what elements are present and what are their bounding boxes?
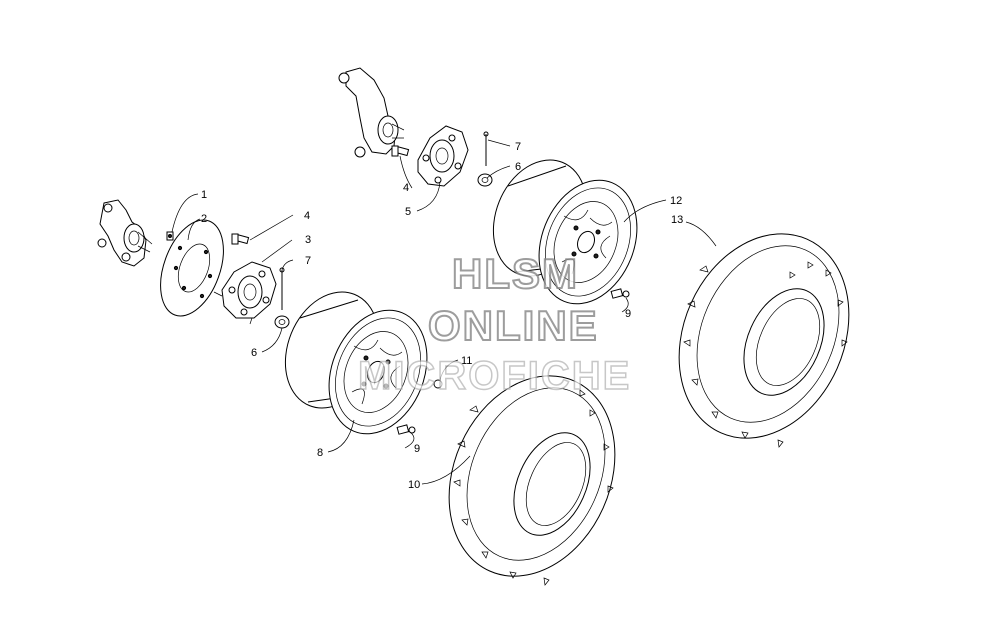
callout-7-left: 7	[305, 255, 311, 267]
wheel-hub-left	[213, 261, 277, 325]
callout-6-right: 6	[515, 161, 521, 173]
valve-stem-rear	[610, 288, 630, 299]
callout-7-right: 7	[515, 141, 521, 153]
callout-9-rear: 9	[625, 308, 631, 320]
callout-13: 13	[671, 214, 683, 226]
wheel-hub-right	[417, 125, 469, 187]
callout-labels: 1 2 3 4 7 6 8 9 11 10 4 5 7 6 9 12 13	[201, 141, 683, 491]
watermark-line-2: ONLINE	[427, 301, 599, 350]
watermark-line-3: MICROFICHE	[357, 353, 632, 399]
callout-4-left: 4	[304, 210, 310, 222]
left-steering-knuckle	[97, 199, 153, 267]
wheel-stud-right	[391, 145, 410, 157]
cotter-pin-left	[279, 267, 285, 310]
callout-2: 2	[201, 213, 207, 225]
front-tire	[448, 375, 616, 586]
castle-nut-left	[274, 315, 290, 329]
callout-6-left: 6	[251, 347, 257, 359]
right-steering-knuckle	[338, 67, 405, 158]
rear-tire	[678, 233, 850, 448]
callout-12: 12	[670, 195, 682, 207]
wheel-stud-left	[231, 233, 250, 245]
callout-3: 3	[305, 234, 311, 246]
callout-10: 10	[408, 479, 420, 491]
rear-wheel-rim	[492, 159, 638, 305]
bolt	[166, 231, 174, 241]
cotter-pin-right	[483, 131, 489, 166]
callout-1: 1	[201, 189, 207, 201]
brake-disc	[160, 219, 224, 317]
watermark-line-1: HLSM	[451, 249, 579, 298]
front-wheel-rim	[284, 291, 428, 435]
callout-5: 5	[405, 206, 411, 218]
callout-4-right: 4	[403, 182, 409, 194]
callout-9-front: 9	[414, 443, 420, 455]
valve-stem-front	[396, 424, 416, 435]
callout-11: 11	[461, 355, 472, 367]
leader-lines	[171, 139, 717, 485]
callout-8: 8	[317, 447, 323, 459]
lug-nut	[433, 379, 443, 389]
